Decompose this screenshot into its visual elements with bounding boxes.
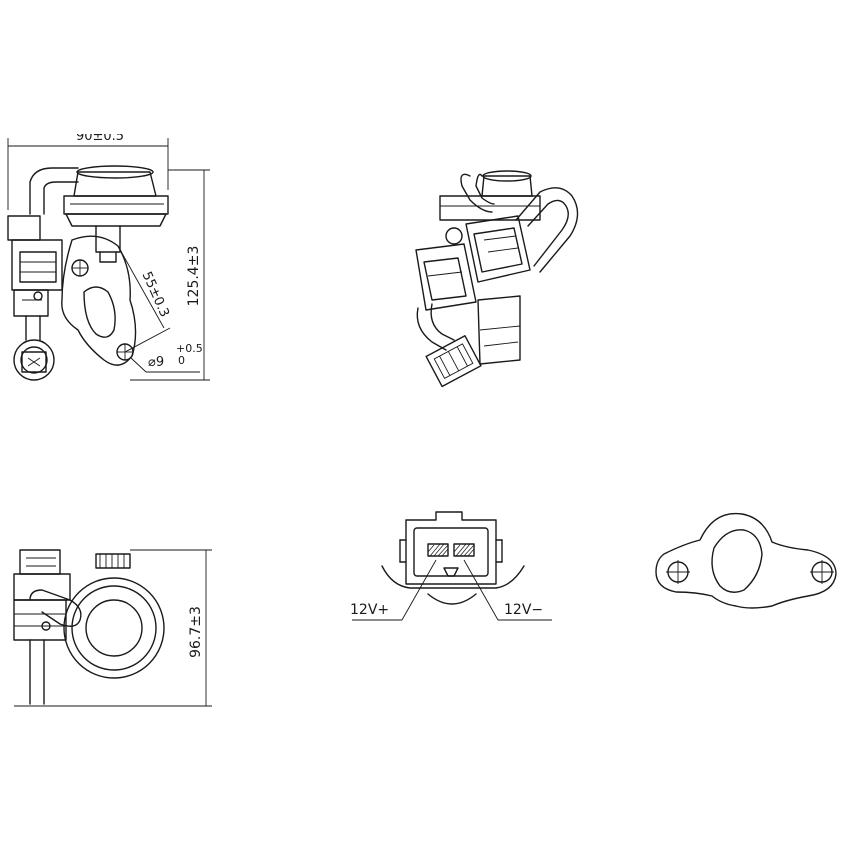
gasket-view <box>655 512 837 609</box>
isometric-view <box>415 170 579 388</box>
dim-height-front: 125.4±3 <box>186 246 202 307</box>
bottom-view: 96.7±3 <box>13 549 212 707</box>
dim-top-width: 90±0.5 <box>76 129 124 144</box>
dim-hole-tol-lower: 0 <box>178 354 185 367</box>
pin-label-negative: 12V− <box>504 602 543 618</box>
pin-label-positive: 12V+ <box>350 602 389 618</box>
dim-hole-tol-upper: +0.5 <box>176 342 203 355</box>
dim-diag-length: 55±0.3 <box>139 270 172 320</box>
dim-hole-diameter: ⌀9 <box>148 355 164 370</box>
front-view: 90±0.5 <box>7 129 210 381</box>
dim-height-bottom: 96.7±3 <box>188 606 204 658</box>
connector-pinout-view: 12V+ 12V− <box>350 511 552 621</box>
